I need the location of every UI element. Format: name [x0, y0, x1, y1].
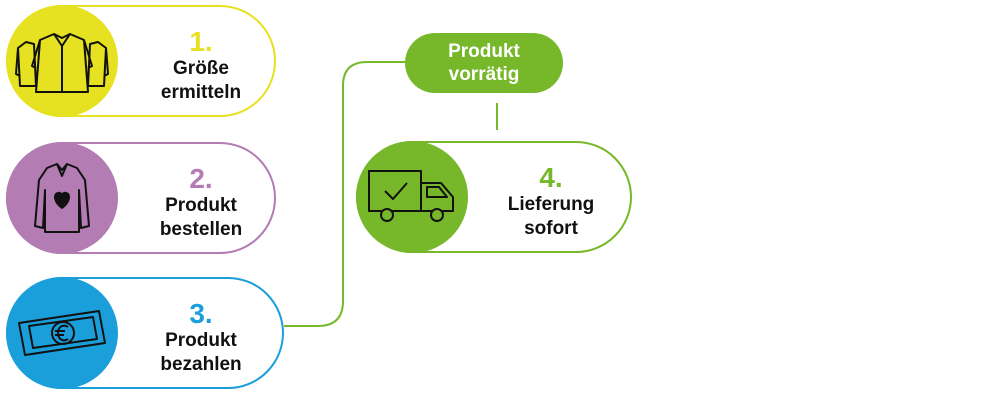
- step-4-card: 4. Lieferung sofort: [356, 141, 632, 253]
- step-3-text-line1: Produkt: [165, 330, 237, 351]
- availability-badge: Produkt vorrätig: [405, 33, 563, 93]
- euro-banknote-icon: [18, 310, 106, 356]
- step-1-number: 1.: [189, 26, 213, 57]
- step-2-number: 2.: [189, 163, 213, 194]
- step-4-text-line2: sofort: [524, 218, 578, 239]
- shirt-heart-icon: [34, 163, 90, 233]
- badge-line2: vorrätig: [448, 64, 520, 85]
- step-3-number: 3.: [189, 298, 213, 329]
- connector-step3-to-badge: [284, 61, 406, 327]
- step-2-text-line2: bestellen: [159, 219, 243, 240]
- step-1-text-line1: Größe: [173, 58, 229, 79]
- step-3-card: 3. Produkt bezahlen: [6, 277, 284, 389]
- step-2-label: 2. Produkt bestellen: [126, 164, 276, 242]
- badge-line1: Produkt: [448, 41, 520, 62]
- step-2-circle: [6, 142, 118, 254]
- step-4-circle: [356, 141, 468, 253]
- step-3-label: 3. Produkt bezahlen: [126, 299, 276, 377]
- step-1-label: 1. Größe ermitteln: [126, 27, 276, 105]
- step-1-card: 1. Größe ermitteln: [6, 5, 276, 117]
- step-4-number: 4.: [539, 162, 563, 193]
- step-2-text-line1: Produkt: [165, 195, 237, 216]
- step-4-label: 4. Lieferung sofort: [476, 163, 626, 241]
- delivery-truck-icon: [368, 170, 454, 222]
- step-4-text-line1: Lieferung: [507, 194, 595, 215]
- step-1-circle: [6, 5, 118, 117]
- step-3-circle: [6, 277, 118, 389]
- step-2-card: 2. Produkt bestellen: [6, 142, 276, 254]
- step-3-text-line2: bezahlen: [160, 354, 242, 375]
- step-1-text-line2: ermitteln: [160, 82, 242, 103]
- shirts-icon: [15, 33, 109, 93]
